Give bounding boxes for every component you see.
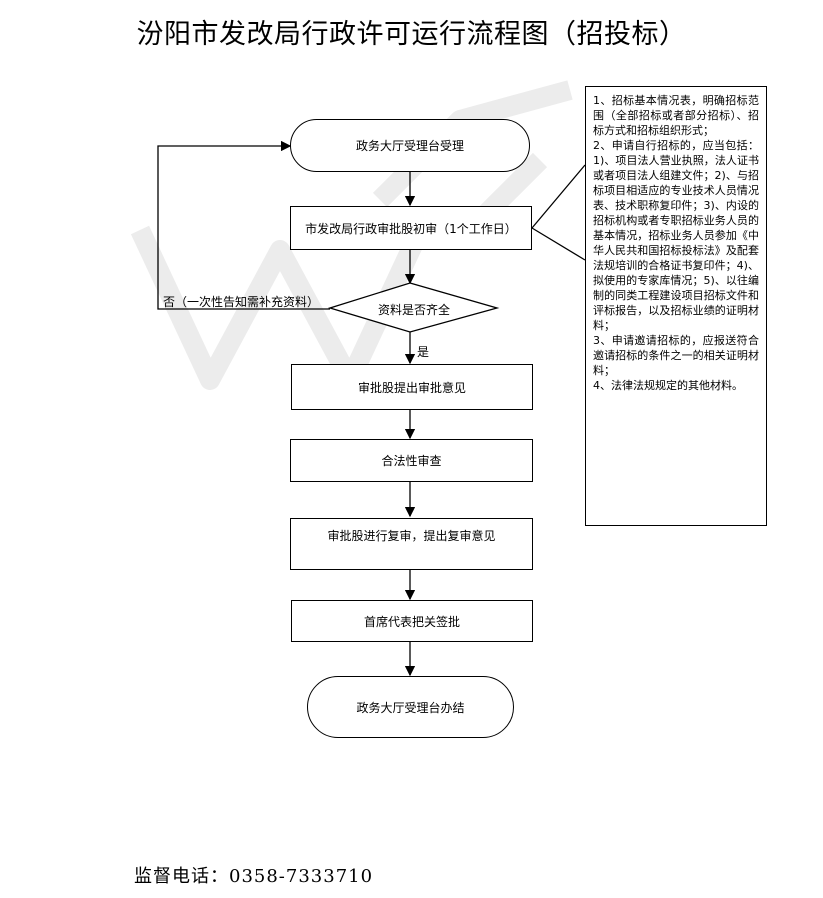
note-callout [531,164,586,229]
end-label: 政务大厅受理台办结 [356,700,465,715]
legality-review-node: 合法性审查 [290,439,533,482]
arrow-no-loop [157,140,330,310]
note-item: 2、申请自行招标的，应当包括：1)、项目法人营业执照，法人证书或者项目法人组建文… [593,139,759,332]
decision-diamond [327,282,500,333]
approval-opinion-label: 审批股提出审批意见 [357,380,466,395]
supervision-phone: 监督电话：0358-7333710 [134,866,374,887]
sign-off-label: 首席代表把关签批 [363,614,460,629]
note-item: 4、法律法规规定的其他材料。 [593,379,743,392]
re-review-label: 审批股进行复审，提出复审意见 [327,529,496,543]
end-node: 政务大厅受理台办结 [307,676,514,738]
sign-off-node: 首席代表把关签批 [291,600,533,642]
approval-opinion-node: 审批股提出审批意见 [291,364,533,410]
yes-branch-label: 是 [417,345,430,359]
legality-review-label: 合法性审查 [381,454,442,468]
start-node: 政务大厅受理台受理 [290,119,530,172]
note-item: 1、招标基本情况表，明确招标范围（全部招标或者部分招标）、招标方式和招标组织形式… [593,94,759,137]
page-title: 汾阳市发改局行政许可运行流程图（招投标） [136,19,687,50]
requirements-note: 1、招标基本情况表，明确招标范围（全部招标或者部分招标）、招标方式和招标组织形式… [585,86,767,526]
decision-label: 资料是否齐全 [378,303,451,317]
no-branch-label: 否（一次性告知需补充资料） [163,295,320,309]
initial-review-node: 市发改局行政审批股初审（1个工作日） [290,206,532,250]
re-review-node: 审批股进行复审，提出复审意见 [290,518,533,570]
note-item: 3、申请邀请招标的，应报送符合邀请招标的条件之一的相关证明材料； [593,334,759,377]
note-callout-2 [531,227,586,261]
initial-review-label: 市发改局行政审批股初审（1个工作日） [305,221,517,236]
start-label: 政务大厅受理台受理 [355,139,464,153]
